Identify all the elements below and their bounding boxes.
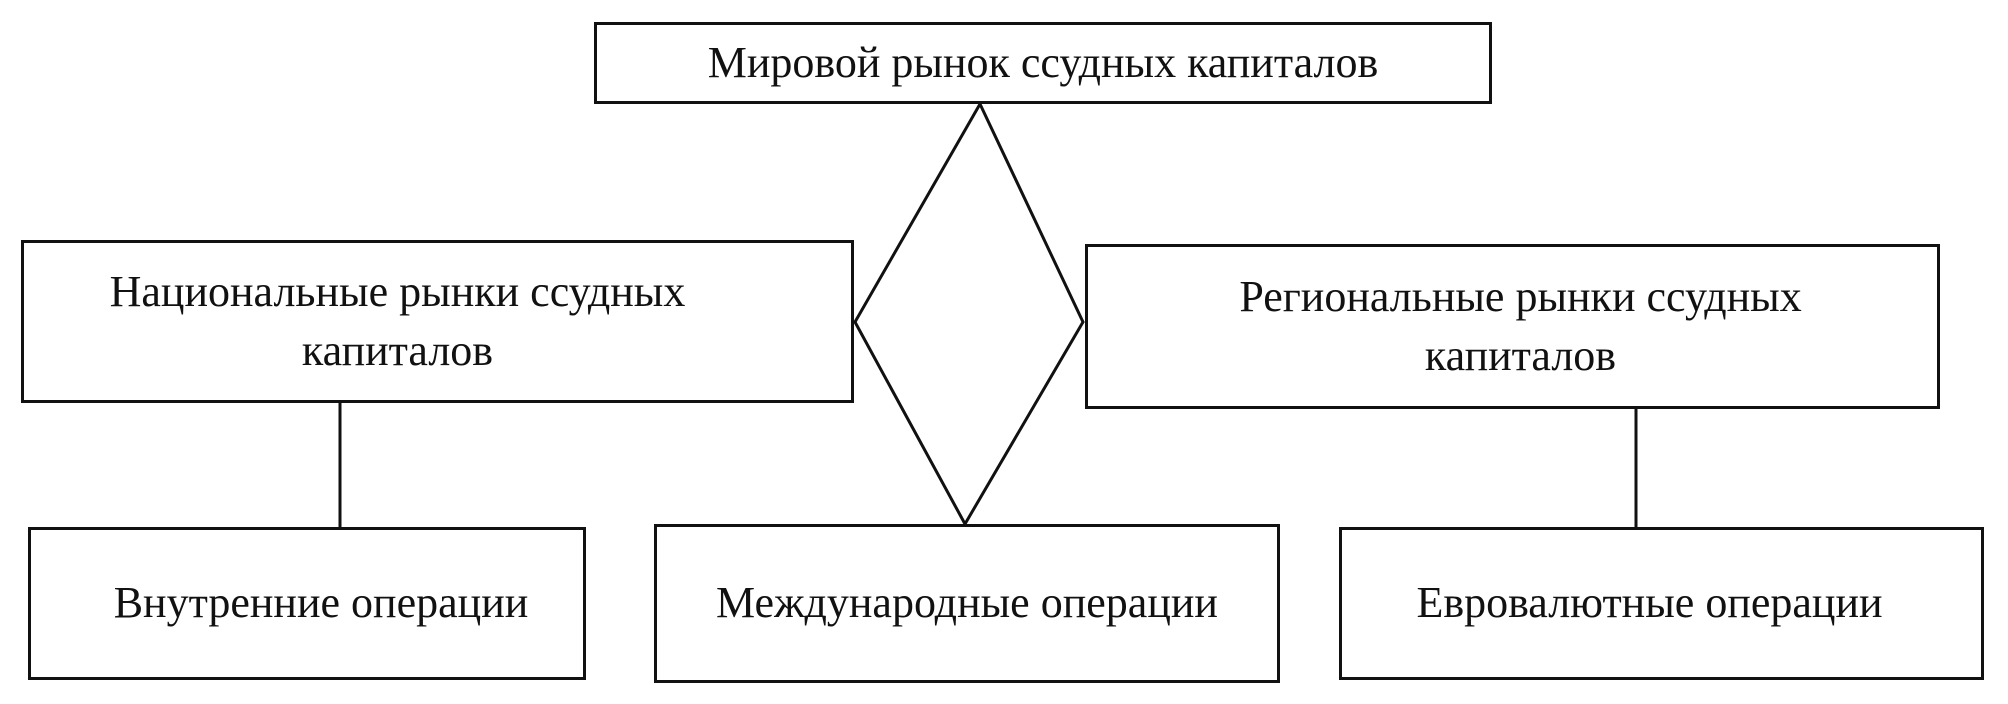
world-loan-capital-market-label: Мировой рынок ссудных капиталов <box>707 37 1379 87</box>
diamond-edge-right-bottom <box>963 320 1085 526</box>
eurocurrency-operations-label: Евровалютные операции <box>1416 578 1883 628</box>
international-operations-label: Международные операции <box>716 578 1218 628</box>
internal-operations-label: Внутренние операции <box>113 578 529 628</box>
regional-markets-label-line1: Региональные рынки ссудных <box>1239 272 1802 322</box>
eurocurrency-operations-box: Евровалютные операции <box>1339 527 1984 680</box>
diamond-edge-top-right <box>978 102 1085 324</box>
national-markets-label: Национальные рынки ссудных капиталов <box>110 263 766 379</box>
regional-markets-label: Региональные рынки ссудных капиталов <box>1223 268 1801 384</box>
national-markets-label-line2: капиталов <box>301 325 494 375</box>
international-operations-box: Международные операции <box>654 524 1280 683</box>
world-loan-capital-market-box: Мировой рынок ссудных капиталов <box>594 22 1492 104</box>
national-loan-capital-markets-box: Национальные рынки ссудных капиталов <box>21 240 854 403</box>
regional-markets-label-line2: капиталов <box>1424 330 1617 380</box>
national-markets-label-line1: Национальные рынки ссудных <box>109 267 686 317</box>
diamond-edge-bottom-left <box>853 320 967 526</box>
regional-loan-capital-markets-box: Региональные рынки ссудных капиталов <box>1085 244 1940 409</box>
internal-operations-box: Внутренние операции <box>28 527 586 680</box>
diamond-edge-left-top <box>853 102 982 324</box>
